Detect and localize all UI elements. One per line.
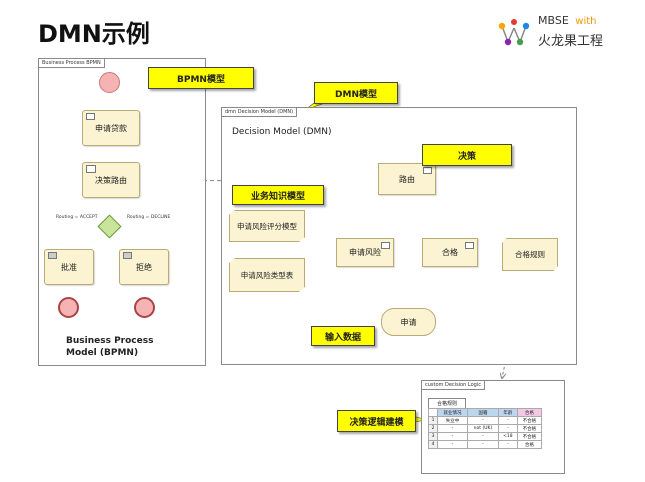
table-cell: - [497,424,518,433]
callout-dmn-label: DMN模型 [335,89,377,100]
logo: MBSE with 火龙果工程 [496,14,636,50]
table-cell: 2 [428,424,438,433]
page-title: DMN示例 [38,20,150,48]
table-cell: - [436,440,469,449]
input-data-label: 申请 [400,317,417,327]
table-cell: 不合格 [516,416,543,425]
callout-bpmn: BPMN模型 [148,67,254,89]
end-event-reject [134,297,155,318]
callout-input-label: 输入数据 [324,332,361,343]
callout-decision-label: 决策 [457,151,476,162]
callout-dmn: DMN模型 [314,82,398,104]
callout-bpmn-label: BPMN模型 [177,74,225,85]
task-decision-route[interactable]: 决策路由 [82,162,140,198]
routing-decline-label: Routing = DECLINE [127,215,171,220]
task-approve-label: 批准 [61,262,77,272]
bkm-qualified-rules-label: 合格规则 [515,250,545,259]
callout-bkm: 业务知识模型 [232,185,324,205]
bpmn-frame-label: Business Process BPMN [39,59,105,68]
start-event [99,72,120,93]
table-row: 4 - - - 合格 [428,440,543,449]
header-cell: 年龄 [497,408,518,417]
envelope-icon [123,252,132,259]
header-cell: 就业情况 [436,408,469,417]
decision-table: 就业情况 国籍 年龄 合格 1 失业中 - - 不合格 2 - not (UK)… [428,408,543,449]
task-apply-loan-label: 申请贷款 [95,123,127,133]
table-cell: 3 [428,432,438,441]
table-icon [86,165,96,173]
bpmn-caption-line2: Model (BPMN) [66,348,139,358]
table-cell: - [436,432,469,441]
callout-input: 输入数据 [311,326,375,346]
decision-qualified-label: 合格 [442,248,458,257]
bkm-risk-type-table[interactable]: 申请风险类型表 [229,258,305,292]
header-cell: 合格 [516,408,543,417]
table-cell: 合格 [516,440,543,449]
table-cell: 不合格 [516,424,543,433]
task-approve[interactable]: 批准 [44,249,94,285]
header-cell: 国籍 [467,408,499,417]
table-cell: 1 [428,416,438,425]
decision-qualified[interactable]: 合格 [422,238,478,267]
routing-accept-label: Routing = ACCEPT [56,215,98,220]
table-row: 3 - - <18 不合格 [428,432,543,441]
table-cell: 不合格 [516,432,543,441]
table-cell: - [467,440,499,449]
bkm-risk-score-model[interactable]: 申请风险评分模型 [229,210,305,242]
logo-icon [498,19,530,46]
callout-logic-label: 决策逻辑建模 [349,417,404,428]
table-row: 2 - not (UK) - 不合格 [428,424,543,433]
callout-decision: 决策 [422,144,512,166]
envelope-icon [86,113,95,120]
decision-table-header: 就业情况 国籍 年龄 合格 [428,408,543,417]
table-cell: - [467,416,499,425]
table-icon [465,242,474,249]
table-cell: - [497,416,518,425]
logic-tab[interactable]: 合格规则 [428,398,466,408]
table-cell: <18 [497,432,518,441]
bpmn-frame: Business Process BPMN [38,58,206,366]
end-event-approve [58,297,79,318]
table-row: 1 失业中 - - 不合格 [428,416,543,425]
decision-route-label: 路由 [399,174,415,184]
callout-logic: 决策逻辑建模 [337,410,416,432]
knowledge-icon [381,242,390,249]
task-apply-loan[interactable]: 申请贷款 [82,110,140,146]
dmn-frame-label: dmn Decision Model (DMN) [222,108,298,117]
input-data-apply[interactable]: 申请 [381,308,436,336]
table-cell: - [467,432,499,441]
table-cell: - [497,440,518,449]
dmn-title: Decision Model (DMN) [232,127,332,137]
decision-route[interactable]: 路由 [378,163,436,195]
table-icon [423,167,432,174]
logic-frame-label: custom Decision Logic [422,381,485,390]
header-num [428,408,438,417]
bkm-risk-type-label: 申请风险类型表 [240,270,294,280]
task-reject[interactable]: 拒绝 [119,249,169,285]
bpmn-caption-line1: Business Process [66,336,154,346]
logo-text-with: with [575,16,597,27]
table-cell: 4 [428,440,438,449]
task-decision-route-label: 决策路由 [95,175,127,185]
envelope-icon [48,252,57,259]
bkm-risk-score-label: 申请风险评分模型 [237,221,297,231]
decision-risk-label: 申请风险 [349,248,381,257]
logo-text-cn: 火龙果工程 [538,34,604,49]
table-cell: - [436,424,469,433]
bkm-qualified-rules[interactable]: 合格规则 [502,238,558,271]
task-reject-label: 拒绝 [136,262,152,272]
table-cell: not (UK) [467,424,499,433]
table-cell: 失业中 [436,416,469,425]
decision-risk[interactable]: 申请风险 [336,238,394,267]
callout-bkm-label: 业务知识模型 [250,191,305,202]
logo-text-mbse: MBSE [538,14,569,27]
logic-tab-label: 合格规则 [436,401,457,407]
bpmn-caption: Business Process Model (BPMN) [66,335,153,359]
